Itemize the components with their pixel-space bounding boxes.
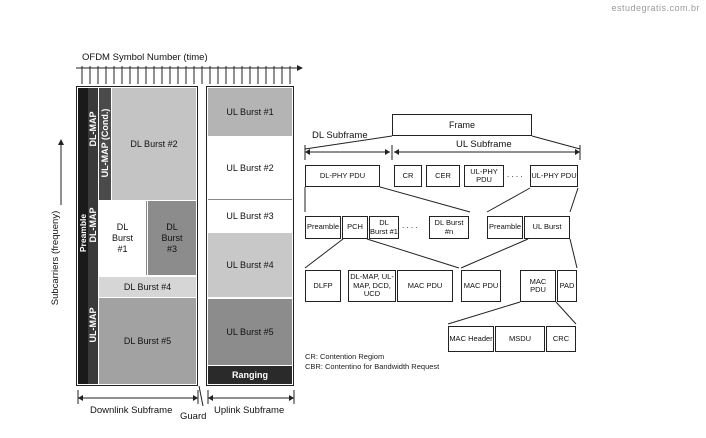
uplink-subframe-label: Uplink Subframe <box>214 405 285 416</box>
ul-burst-4: UL Burst #4 <box>208 233 292 297</box>
ul-map-label: UL-MAP <box>88 307 98 343</box>
ul-burst-3: UL Burst #3 <box>208 201 292 232</box>
maps-box: DL-MAP, UL-MAP, DCD, UCD <box>348 270 396 302</box>
preamble-box-2: Preamble <box>487 216 523 239</box>
pad-box: PAD <box>557 270 577 302</box>
ranging: Ranging <box>208 366 292 384</box>
ul-phy-pdu-1: UL-PHY PDU <box>464 165 504 187</box>
dl-burst-4: DL Burst #4 <box>99 277 196 297</box>
crc-box: CRC <box>546 326 576 352</box>
ul-burst-box: UL Burst <box>524 216 570 239</box>
dl-burst-1: DL Burst #1 <box>99 201 147 275</box>
dl-burst-1-box: DL Burst #1 <box>369 216 399 239</box>
mac-pdu-box-3: MAC PDU <box>520 270 556 302</box>
ul-phy-pdu-2: UL-PHY PDU <box>530 165 578 187</box>
ul-subframe-label: UL Subframe <box>456 139 512 150</box>
cr-box: CR <box>394 165 422 187</box>
ellipsis: . . . . <box>507 170 523 179</box>
watermark: estudegratis.com.br <box>611 3 700 13</box>
note-cbr: CBR: Contentino for Bandwidth Request <box>305 362 440 371</box>
ul-map-cond-label: UL-MAP (Cond.) <box>100 108 110 178</box>
dl-subframe-label: DL Subframe <box>312 130 368 141</box>
ul-burst-5: UL Burst #5 <box>208 299 292 365</box>
mac-header-box: MAC Header <box>448 326 494 352</box>
dl-phy-pdu: DL-PHY PDU <box>305 165 380 187</box>
ellipsis-2: . . . . <box>402 221 418 230</box>
msdu-box: MSDU <box>495 326 545 352</box>
subcarriers-axis-label: Subcarriers (frequeny) <box>50 210 61 306</box>
mac-pdu-box-1: MAC PDU <box>397 270 453 302</box>
dl-burst-3: DL Burst #3 <box>148 201 196 275</box>
symbol-axis-label: OFDM Symbol Number (time) <box>82 52 208 63</box>
frame-box: Frame <box>392 114 532 136</box>
dl-burst-5: DL Burst #5 <box>99 298 196 384</box>
preamble-label: Preamble <box>78 213 88 253</box>
ul-burst-2: UL Burst #2 <box>208 138 292 200</box>
ul-map-cond-column <box>99 88 111 200</box>
preamble-column <box>78 88 88 384</box>
preamble-box: Preamble <box>305 216 341 239</box>
downlink-subframe-label: Downlink Subframe <box>90 405 173 416</box>
cer-box: CER <box>426 165 460 187</box>
dlfp-box: DLFP <box>305 270 341 302</box>
dl-burst-n-box: DL Burst #n <box>429 216 469 239</box>
dl-burst-2: DL Burst #2 <box>112 88 196 200</box>
guard-label: Guard <box>180 411 207 422</box>
dl-map-column <box>88 88 98 384</box>
ul-burst-1: UL Burst #1 <box>208 88 292 136</box>
note-cr: CR: Contention Regiom <box>305 352 385 361</box>
pch-box: PCH <box>342 216 368 239</box>
mac-pdu-box-2: MAC PDU <box>461 270 501 302</box>
dl-map-label: DL-MAP <box>88 111 98 147</box>
dl-map-label-2: DL-MAP <box>88 207 98 243</box>
